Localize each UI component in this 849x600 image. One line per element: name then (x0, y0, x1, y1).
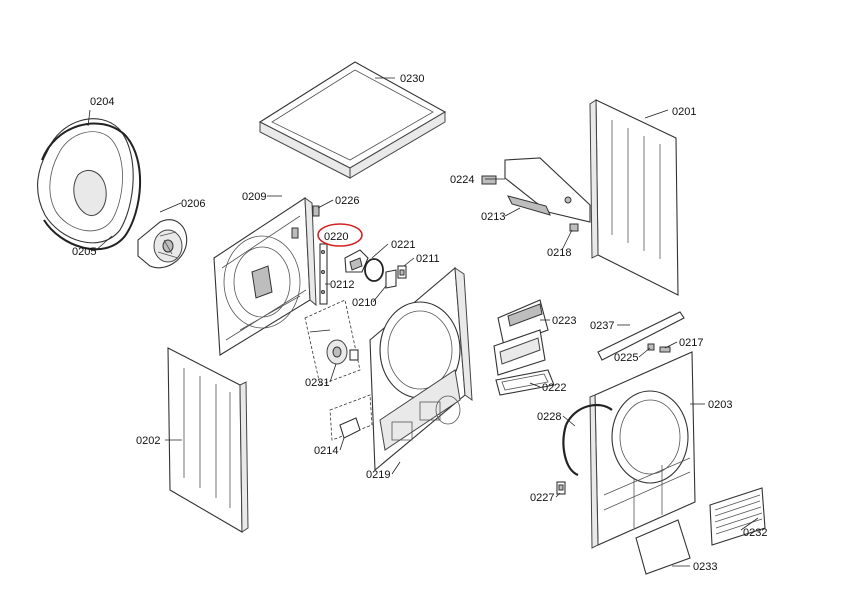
part-0230-top-cover (258, 61, 447, 179)
part-0206-fan (137, 219, 188, 269)
part-0233-cover (635, 519, 691, 575)
leader-lines (87, 77, 759, 567)
label-0231: 0231 (305, 377, 329, 389)
label-0218: 0218 (547, 247, 571, 259)
part-0209-rear-panel (213, 196, 317, 356)
part-0217-clip (659, 346, 671, 353)
label-0205: 0205 (72, 246, 96, 258)
label-0225: 0225 (614, 352, 638, 364)
label-0214: 0214 (314, 445, 338, 457)
part-0227-switch (556, 481, 566, 495)
highlight-0220-circle (317, 223, 363, 247)
part-0211-sensor (397, 265, 407, 279)
label-0204: 0204 (90, 96, 114, 108)
part-0201-side-panel-right (589, 99, 679, 296)
part-0237-rail (597, 311, 685, 361)
label-0210: 0210 (352, 297, 376, 309)
label-0201: 0201 (672, 106, 696, 118)
label-0213: 0213 (481, 211, 505, 223)
part-0202-side-panel-left (167, 347, 249, 533)
label-0219: 0219 (366, 469, 390, 481)
label-0221: 0221 (391, 239, 415, 251)
part-0214-bracket (329, 394, 373, 441)
label-0232: 0232 (743, 527, 767, 539)
label-0206: 0206 (181, 198, 205, 210)
label-0237: 0237 (590, 320, 614, 332)
part-0218-clip (569, 223, 579, 232)
part-0225-clip (647, 343, 655, 351)
part-0222-filter-frame (495, 369, 555, 396)
part-0210-connector (385, 269, 397, 289)
part-0232-grille (709, 487, 766, 546)
label-0217: 0217 (679, 337, 703, 349)
part-0212-rail (319, 243, 328, 305)
label-0223: 0223 (552, 315, 576, 327)
part-0203-front-panel (589, 351, 696, 549)
label-0228: 0228 (537, 411, 561, 423)
label-0224: 0224 (450, 174, 474, 186)
part-0224-clip (481, 175, 497, 185)
part-0231-pulley (304, 299, 361, 386)
label-0212: 0212 (330, 279, 354, 291)
label-0222: 0222 (542, 382, 566, 394)
part-0204-rear-ring (37, 118, 134, 244)
label-0220: 0220 (324, 231, 348, 243)
part-0223-filter (493, 299, 549, 376)
label-0211: 0211 (416, 253, 440, 265)
part-0226-clip (312, 205, 320, 217)
label-0203: 0203 (708, 399, 732, 411)
label-0227: 0227 (530, 492, 554, 504)
label-0230: 0230 (400, 73, 424, 85)
label-0226: 0226 (335, 195, 359, 207)
part-0213-control-board (504, 157, 591, 223)
label-0233: 0233 (693, 561, 717, 573)
label-0209: 0209 (242, 191, 266, 203)
part-0219-front-shield (369, 266, 473, 472)
label-0202: 0202 (136, 435, 160, 447)
part-0205-seal (41, 122, 142, 251)
part-0221-gasket (364, 258, 384, 282)
